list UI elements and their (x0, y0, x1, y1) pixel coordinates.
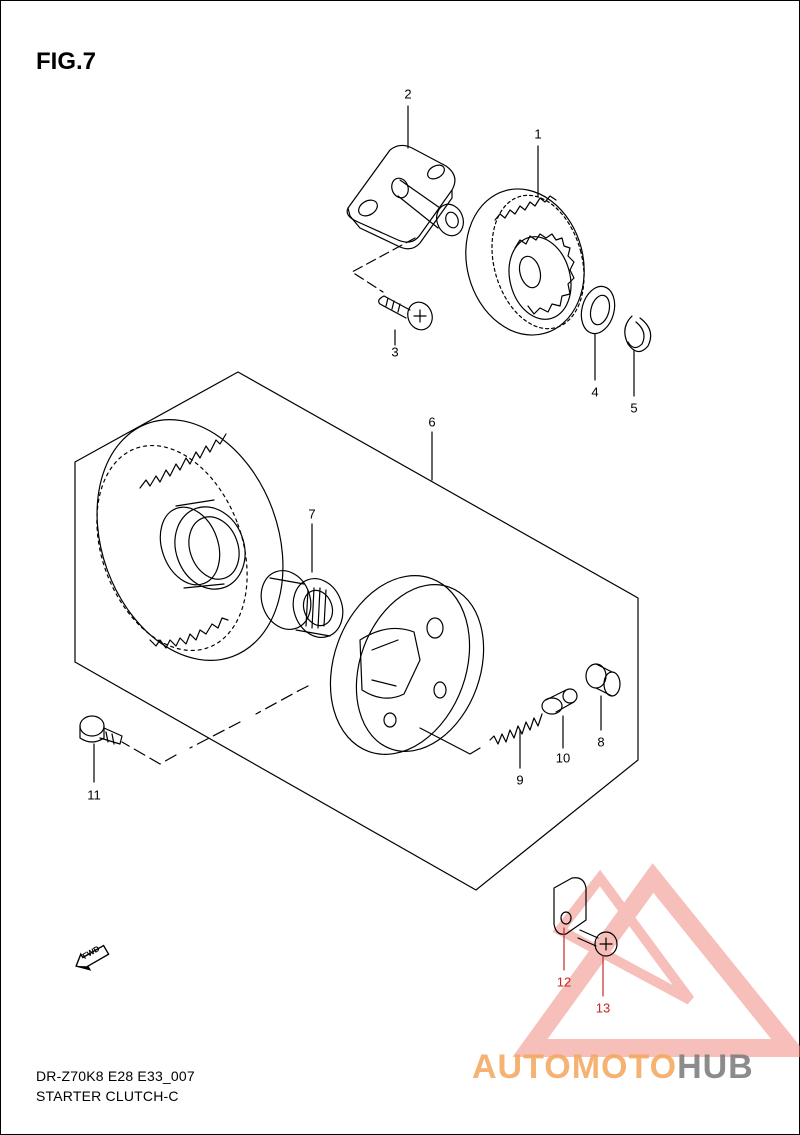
callout-8: 8 (597, 734, 605, 750)
callout-7: 7 (308, 506, 316, 522)
part-8-roller (585, 663, 621, 697)
callout-13: 13 (595, 1000, 611, 1016)
callout-1: 1 (534, 126, 542, 142)
watermark-brand: AUTOMOTOHUB (472, 1048, 754, 1087)
part-7-bearing (260, 570, 344, 638)
fwd-arrow-icon (75, 944, 110, 971)
part-13-screw (577, 929, 618, 957)
callout-11: 11 (87, 787, 101, 803)
callout-9: 9 (516, 772, 524, 788)
part-11-bolt (79, 715, 123, 745)
watermark-brand-part1: AUTOMOTO (472, 1048, 678, 1086)
leader-11 (121, 685, 309, 765)
part-3-screw (378, 295, 433, 331)
callout-4: 4 (591, 384, 599, 400)
assembly-outline (74, 371, 639, 891)
part-1-gear (465, 188, 585, 336)
callout-3: 3 (391, 344, 399, 360)
part-6-clutch-gear (96, 419, 284, 661)
leader-2-3 (351, 237, 416, 293)
part-5-circlip (624, 315, 652, 353)
watermark-logo-shape (512, 863, 800, 1057)
figure-title: FIG.7 (36, 48, 97, 75)
part-10-cap (541, 688, 578, 715)
leader-9 (419, 727, 481, 755)
callout-2: 2 (404, 86, 412, 102)
callout-6: 6 (428, 414, 436, 430)
part-2-bracket (346, 144, 464, 250)
callout-5: 5 (630, 400, 638, 416)
model-code: DR-Z70K8 E28 E33_007 (36, 1068, 195, 1084)
part-4-washer (580, 285, 616, 335)
part-6-clutch-housing (329, 575, 485, 755)
callout-10: 10 (555, 750, 571, 766)
part-9-spring (489, 713, 543, 745)
part-12-plate (553, 877, 587, 935)
watermark-brand-part2: HUB (677, 1048, 754, 1086)
section-name: STARTER CLUTCH-C (36, 1088, 179, 1104)
callout-12: 12 (556, 974, 572, 990)
